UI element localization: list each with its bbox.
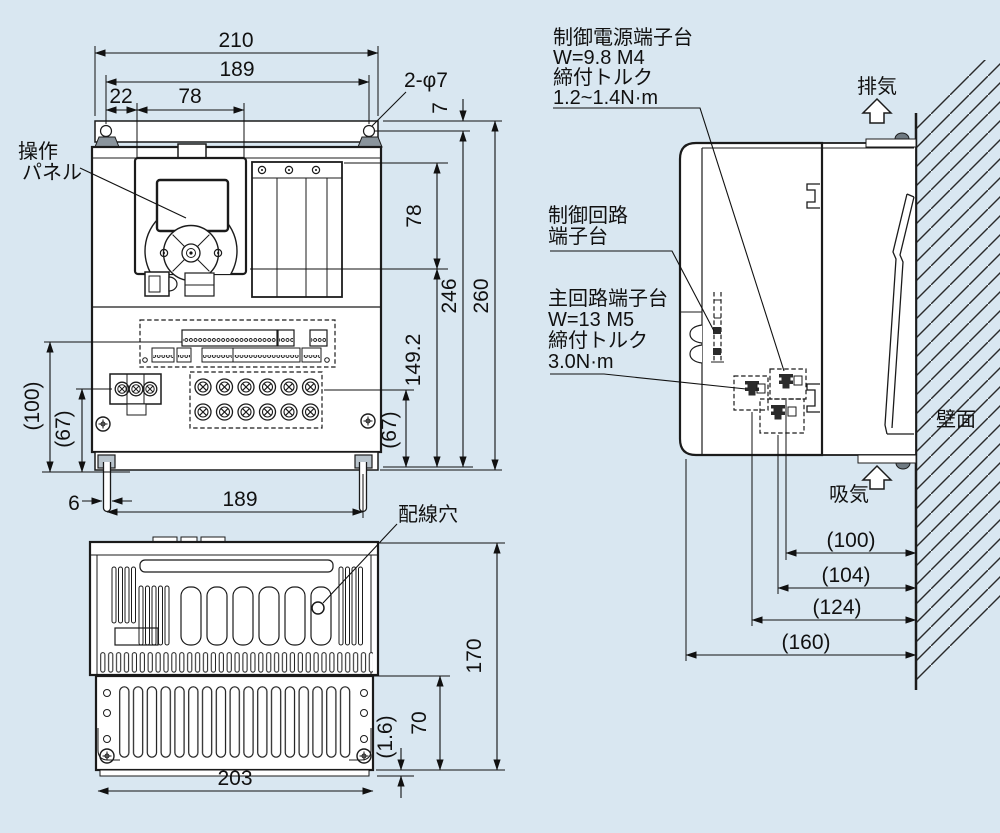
- dim-160: (160): [781, 631, 830, 654]
- dim-124: (124): [812, 596, 861, 619]
- dim-189-bottom: 189: [222, 488, 257, 511]
- control-power-note-line3: 締付トルク: [553, 66, 653, 89]
- main-circuit-note-line3: 締付トルク: [548, 329, 648, 352]
- dim-22: 22: [109, 85, 132, 108]
- mounting-slot-left: [102, 462, 112, 513]
- dim-7: 7: [429, 102, 452, 114]
- dim-104: (104): [821, 564, 870, 587]
- dim-100-side: (100): [826, 529, 875, 552]
- lower-terminal: [759, 398, 805, 434]
- exhaust-arrow-icon: [861, 97, 893, 124]
- dim-67-right: (67): [378, 411, 401, 448]
- cover-hook-upper: [806, 183, 820, 209]
- bottom-view-dimensions: 配線穴 170 70 (1.6) 203: [97, 503, 505, 798]
- mounting-hole-right: [362, 124, 376, 138]
- intake-label: 吸気: [829, 483, 869, 506]
- control-circuit-terminal: [711, 292, 724, 363]
- side-view: [678, 60, 1000, 691]
- keypad-display: [155, 178, 230, 233]
- exhaust-label: 排気: [857, 75, 897, 98]
- dim-170: 170: [463, 638, 486, 673]
- front-view: [90, 120, 383, 513]
- main-circuit-note-line4: 3.0N·m: [548, 351, 614, 373]
- dim-2-phi7: 2-φ7: [404, 69, 448, 92]
- main-circuit-note-line2: W=13 M5: [548, 309, 634, 331]
- control-circuit-note-line2: 端子台: [548, 225, 608, 248]
- operation-panel: [133, 156, 248, 297]
- dim-210: 210: [218, 29, 253, 52]
- dim-6: 6: [68, 492, 80, 515]
- control-power-note-line1: 制御電源端子台: [553, 26, 693, 49]
- dim-100-left: (100): [21, 381, 44, 430]
- wiring-hole-label: 配線穴: [398, 503, 458, 526]
- wiring-hole: [311, 601, 325, 615]
- wall-label: 壁面: [936, 408, 976, 431]
- main-circuit-note-line1: 主回路端子台: [548, 287, 668, 310]
- dim-203: 203: [217, 767, 252, 790]
- cover-hook-lower: [806, 383, 820, 413]
- control-circuit-note-line1: 制御回路: [548, 204, 628, 227]
- front-view-dimensions: 210 189 22 78 2-φ7 7 78 149.2 246 260 (6…: [18, 29, 502, 518]
- heatsink-fins: [117, 686, 354, 758]
- dim-1-6: (1.6): [374, 715, 397, 758]
- control-power-note-line4: 1.2~1.4N·m: [553, 87, 658, 109]
- dim-149-2: 149.2: [402, 334, 425, 387]
- wall-hatching: [916, 60, 1000, 691]
- dim-70: 70: [408, 711, 431, 734]
- main-circuit-terminal: [733, 375, 769, 411]
- operation-panel-label-line2: パネル: [22, 162, 82, 184]
- vent-slot-row: [99, 652, 373, 673]
- dim-78-right: 78: [403, 204, 426, 227]
- intake-arrow-icon: [861, 464, 893, 490]
- control-power-note-line2: W=9.8 M4: [553, 47, 645, 69]
- bottom-view: [88, 536, 380, 777]
- mounting-hole-left: [99, 124, 113, 138]
- vent-slots-upper: [111, 566, 363, 646]
- dim-78-top: 78: [178, 85, 201, 108]
- dim-260: 260: [470, 278, 493, 313]
- dim-67-left: (67): [52, 410, 75, 447]
- dim-246: 246: [438, 278, 461, 313]
- operation-panel-label-line1: 操作: [18, 140, 58, 163]
- control-terminal-area: [139, 319, 336, 368]
- dim-189-top: 189: [219, 58, 254, 81]
- option-slot-covers: [251, 161, 343, 298]
- control-power-terminal: [769, 368, 807, 400]
- main-terminal-block: [189, 371, 323, 429]
- side-view-annotations: 制御電源端子台 W=9.8 M4 締付トルク 1.2~1.4N·m 排気 制御回…: [548, 26, 976, 661]
